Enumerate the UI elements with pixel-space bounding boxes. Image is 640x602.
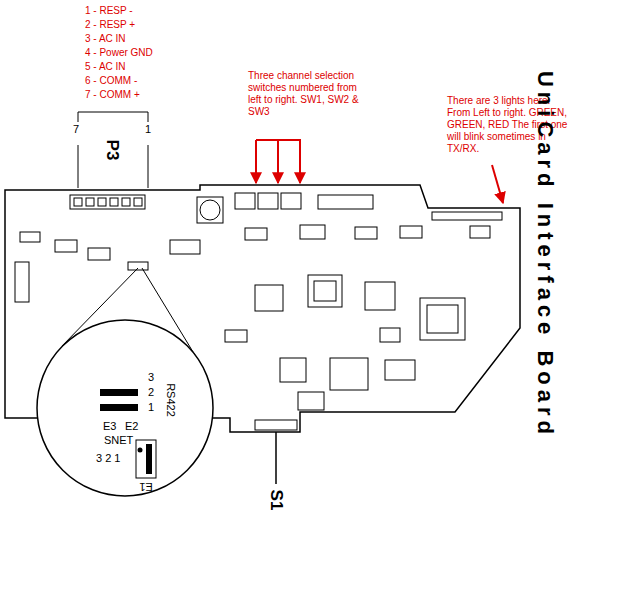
board-title: UniCard Interface Board: [532, 71, 558, 439]
jumper-label: SNET: [104, 434, 133, 447]
pin-number: 1: [148, 401, 154, 414]
connector-label: P3: [102, 140, 122, 161]
pin-name: 5 - AC IN: [85, 61, 126, 73]
annotation-arrow: [277, 150, 279, 183]
jumper-label: RS422: [163, 383, 176, 417]
pin-name: 2 - RESP +: [85, 19, 135, 31]
note: Three channel selection switches numbere…: [248, 70, 360, 118]
pin-number: 2: [148, 386, 154, 399]
pin-name: 7 - COMM +: [85, 89, 140, 101]
part-label: S1: [266, 490, 286, 511]
magnifier-circle: [37, 320, 213, 496]
jumper-label: E2: [125, 420, 138, 433]
jumper-label: E3: [103, 420, 116, 433]
jumper-bar: [100, 389, 138, 396]
pin-number: 7: [73, 123, 79, 136]
annotation-arrow: [255, 150, 257, 183]
pin-number: 3: [148, 371, 154, 384]
connector-bracket: [78, 112, 148, 188]
leader-line: [275, 432, 277, 484]
pin-name: 4 - Power GND: [85, 47, 153, 59]
annotation-bracket: [256, 140, 300, 183]
annotation-arrow: [492, 165, 503, 203]
jumper-block: [136, 440, 156, 478]
annotation-arrow: [299, 150, 301, 183]
jumper-bar: [100, 404, 138, 411]
pin-number: 3 2 1: [96, 452, 120, 465]
pin-number: 1: [145, 123, 151, 136]
pin-name: 3 - AC IN: [85, 33, 126, 45]
pin-name: 6 - COMM -: [85, 75, 137, 87]
jumper-label: E1: [139, 479, 152, 492]
pin-dot: [138, 448, 143, 453]
pin-name: 1 - RESP -: [85, 5, 133, 17]
jumper-bar: [146, 444, 152, 474]
